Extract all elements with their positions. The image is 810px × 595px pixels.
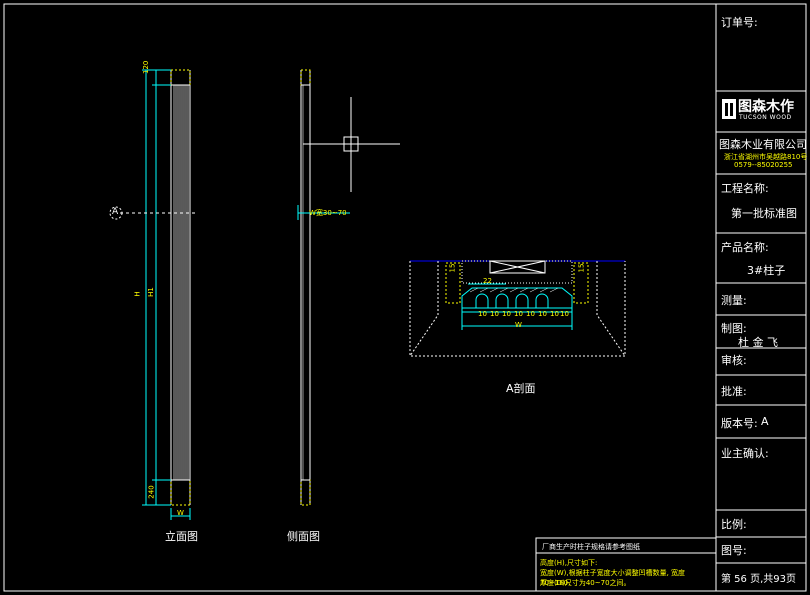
- company-logo: 图森木作 TUCSON WOOD: [721, 96, 805, 126]
- elev-dim-h: H: [133, 291, 142, 297]
- section-cell-dim: 10: [490, 310, 499, 318]
- notes-line1: 高度(H),尺寸如下:: [540, 559, 598, 567]
- elevation-view-label: 立面图: [165, 530, 198, 543]
- drawing-no-label: 图号:: [721, 544, 747, 557]
- notes-line3: 厚度(D)尺寸为40~70之间。: [540, 579, 631, 587]
- owner-confirm-label: 业主确认:: [721, 447, 769, 460]
- production-notes: 厂商生产时柱子规格请参考图纸 高度(H),尺寸如下: 宽度(W),根据柱子宽度大…: [536, 538, 714, 590]
- elev-dim-top: 120: [142, 60, 150, 74]
- company-logo-name: 图森木作: [738, 99, 794, 115]
- section-dim-right: 15: [577, 263, 586, 273]
- company-phone: 0579--85020255: [734, 161, 793, 169]
- company-logo-en: TUCSON WOOD: [739, 114, 792, 121]
- section-cell-dim: 10: [502, 310, 511, 318]
- elev-dim-bottom: 240: [147, 485, 156, 499]
- elevation-view: [109, 69, 195, 520]
- review-label: 审核:: [721, 354, 747, 367]
- version-value: A: [761, 415, 769, 428]
- product-value: 3#柱子: [747, 264, 786, 277]
- section-cell-dim: 10: [538, 310, 547, 318]
- section-dim-top: 22: [483, 277, 492, 285]
- outer-frame: [3, 3, 807, 592]
- company-address: 浙江省湖州市吴越路810号: [724, 153, 808, 161]
- project-value: 第一批标准图: [731, 207, 797, 220]
- section-a-view: [409, 260, 626, 357]
- section-view-label: A剖面: [506, 382, 536, 395]
- page-info: 第 56 页,共93页: [721, 574, 796, 585]
- drafter-label: 制图:: [721, 322, 747, 335]
- company-name: 图森木业有限公司: [719, 138, 807, 151]
- scale-label: 比例:: [721, 518, 747, 531]
- section-cell-dim: 10: [478, 310, 487, 318]
- tucson-logo-icon: [722, 99, 736, 119]
- section-cell-dim: 10: [526, 310, 535, 318]
- elev-dim-h1: H1: [146, 287, 155, 297]
- project-label: 工程名称:: [721, 182, 769, 195]
- product-label: 产品名称:: [721, 241, 769, 254]
- notes-line2: 宽度(W),根据柱子宽度大小调整凹槽数量, 宽度70~160,: [540, 569, 686, 587]
- order-no-label: 订单号:: [721, 16, 758, 29]
- section-cell-dim: 10: [550, 310, 559, 318]
- side-view-label: 侧面图: [287, 530, 320, 543]
- section-cell-dim: 10: [514, 310, 523, 318]
- version-label: 版本号:: [721, 417, 758, 430]
- drafter-value: 杜 金 飞: [738, 336, 778, 349]
- side-view: [297, 69, 350, 506]
- title-block-grid: [716, 90, 806, 564]
- elev-dim-width: W: [177, 509, 184, 517]
- crosshair-cursor: [303, 97, 400, 192]
- side-annotation: W宽30~70: [309, 209, 347, 217]
- approve-label: 批准:: [721, 385, 747, 398]
- measure-label: 测量:: [721, 294, 747, 307]
- section-dim-width: W: [515, 321, 522, 329]
- section-cell-dim: 10: [560, 310, 569, 318]
- notes-box: [535, 537, 717, 592]
- section-marker-label: A: [112, 207, 119, 217]
- section-dim-left: 15: [448, 263, 457, 273]
- notes-title: 厂商生产时柱子规格请参考图纸: [542, 543, 640, 551]
